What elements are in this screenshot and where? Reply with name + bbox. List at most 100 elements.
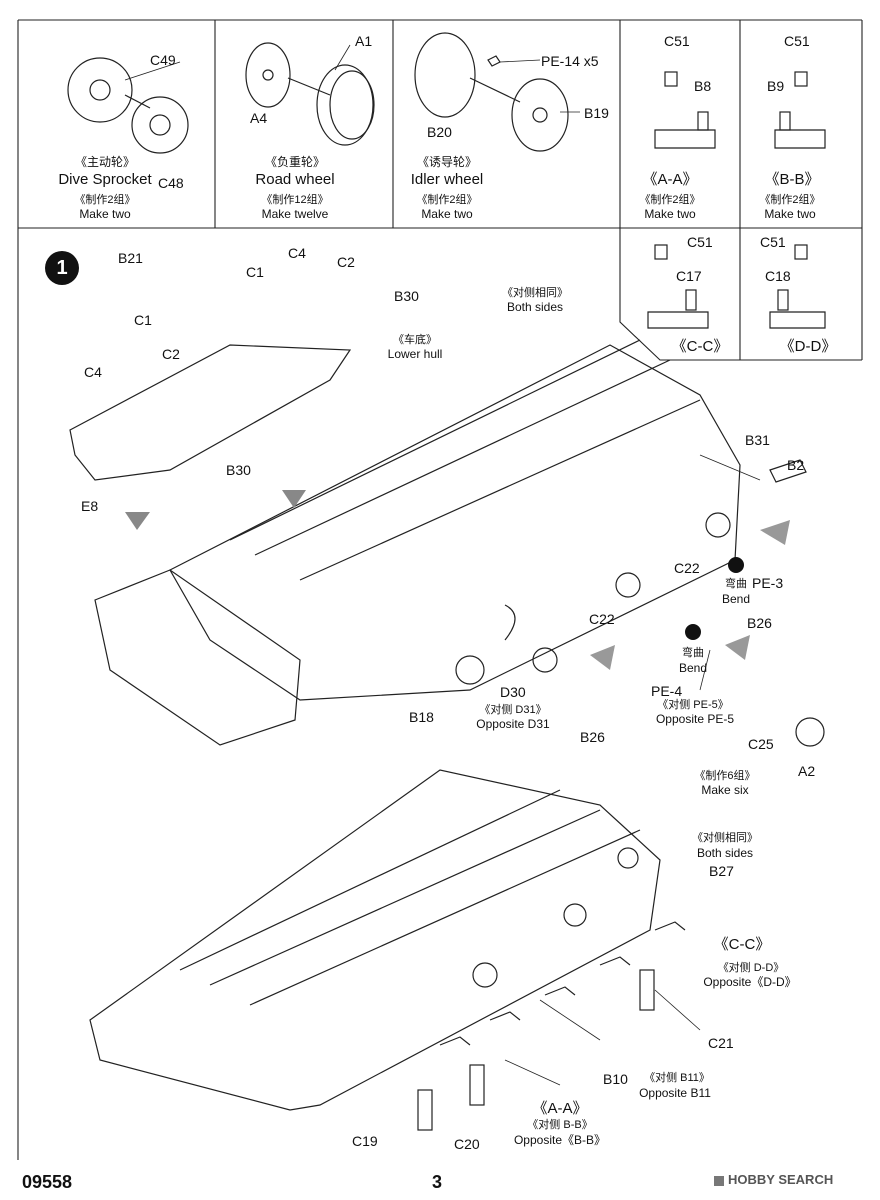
- page-number: 3: [432, 1172, 443, 1192]
- step-number-badge: [45, 251, 79, 285]
- bend2-cn: 弯曲: [682, 647, 704, 659]
- label-c1-left: C1: [134, 312, 152, 328]
- label-b2: B2: [787, 457, 805, 473]
- label-dd-c51: C51: [760, 234, 786, 250]
- opp-pe5-cn: 《对侧 PE-5》: [657, 699, 729, 711]
- label-b30-top: B30: [394, 288, 419, 304]
- opp-dd-en: Opposite《D-D》: [703, 975, 797, 989]
- lower-both-sides-en: Both sides: [696, 846, 754, 860]
- label-c22-right: C22: [674, 560, 700, 576]
- label-b19: B19: [584, 105, 609, 121]
- label-b30-bottom: B30: [226, 462, 251, 478]
- idler-title-cn: 《诱导轮》: [416, 155, 477, 169]
- roadwheel-qty-cn: 《制作12组》: [261, 194, 329, 206]
- opp-d31-en: Opposite D31: [476, 717, 550, 731]
- bb-qty-en: Make two: [764, 207, 816, 221]
- label-c49: C49: [150, 52, 176, 68]
- opp-b11-en: Opposite B11: [639, 1086, 711, 1100]
- label-b9: B9: [767, 78, 785, 94]
- label-c20: C20: [454, 1136, 480, 1152]
- bb-title: 《B-B》: [764, 171, 820, 188]
- lower-hull-cn: 《车底》: [393, 334, 437, 346]
- label-c48: C48: [158, 175, 184, 191]
- lower-hull-drawing: [89, 769, 686, 1131]
- upper-hull-drawing: [69, 339, 825, 747]
- sprocket-title-en: Dive Sprocket: [58, 171, 152, 188]
- opp-d31-cn: 《对侧 D31》: [479, 704, 547, 716]
- label-c4-left: C4: [84, 364, 102, 380]
- idler-qty-cn: 《制作2组》: [416, 194, 478, 206]
- bend-icon-2: [685, 624, 701, 640]
- aa-qty-cn: 《制作2组》: [639, 194, 701, 206]
- cc-title: 《C-C》: [671, 338, 729, 355]
- opp-pe5-en: Opposite PE-5: [655, 712, 735, 726]
- watermark-logo-icon: [714, 1175, 724, 1186]
- make-six-en: Make six: [701, 783, 749, 797]
- lower-hull-en: Lower hull: [387, 347, 443, 361]
- watermark-text: HOBBY SEARCH: [728, 1172, 834, 1187]
- bend-icon-1: [728, 557, 744, 573]
- label-c17: C17: [676, 268, 702, 284]
- label-b10: B10: [603, 1071, 628, 1087]
- roadwheel-qty-en: Make twelve: [261, 207, 329, 221]
- bend2-en: Bend: [678, 661, 708, 675]
- lower-aa-title: 《A-A》: [532, 1100, 588, 1117]
- label-a2: A2: [798, 763, 816, 779]
- opp-bb-en: Opposite《B-B》: [513, 1133, 607, 1147]
- aa-qty-en: Make two: [644, 207, 696, 221]
- roadwheel-title-en: Road wheel: [255, 171, 335, 188]
- product-code: 09558: [22, 1172, 73, 1192]
- label-b26-right: B26: [747, 615, 772, 631]
- label-c21: C21: [708, 1035, 734, 1051]
- label-c4-top: C4: [288, 245, 306, 261]
- opp-bb-cn: 《对侧 B-B》: [527, 1119, 593, 1131]
- sprocket-qty-en: Make two: [79, 207, 131, 221]
- label-c1-top: C1: [246, 264, 264, 280]
- label-b8: B8: [694, 78, 712, 94]
- idler-title-en: Idler wheel: [410, 171, 484, 188]
- label-c19: C19: [352, 1133, 378, 1149]
- bend1-cn: 弯曲: [725, 578, 747, 590]
- aa-title: 《A-A》: [642, 171, 698, 188]
- lower-both-sides-cn: 《对侧相同》: [692, 832, 758, 844]
- label-cc-c51: C51: [687, 234, 713, 250]
- label-c25: C25: [748, 736, 774, 752]
- label-c22-mid: C22: [589, 611, 615, 627]
- both-sides-en: Both sides: [506, 300, 564, 314]
- label-pe14: PE-14 x5: [541, 53, 599, 69]
- label-b31: B31: [745, 432, 770, 448]
- label-a4: A4: [250, 110, 268, 126]
- arm-parts-drawing: [647, 71, 826, 329]
- step-number: 1: [56, 257, 68, 279]
- direction-arrows: [125, 490, 306, 530]
- label-c2-top: C2: [337, 254, 355, 270]
- bb-qty-cn: 《制作2组》: [759, 194, 821, 206]
- hatch-markers: [590, 520, 790, 670]
- label-b26-left: B26: [580, 729, 605, 745]
- idler-wheel-drawing: [414, 32, 569, 152]
- idler-qty-en: Make two: [421, 207, 473, 221]
- lower-cc-title: 《C-C》: [713, 936, 771, 953]
- label-d30: D30: [500, 684, 526, 700]
- label-b27: B27: [709, 863, 734, 879]
- label-b18: B18: [409, 709, 434, 725]
- sprocket-title-cn: 《主动轮》: [74, 155, 135, 169]
- opp-b11-cn: 《对侧 B11》: [644, 1072, 710, 1084]
- label-b21: B21: [118, 250, 143, 266]
- label-pe3: PE-3: [752, 575, 784, 591]
- road-wheel-drawing: [245, 42, 375, 146]
- label-a1: A1: [355, 33, 373, 49]
- label-aa-c51: C51: [664, 33, 690, 49]
- sprocket-drawing: [67, 57, 189, 154]
- make-six-cn: 《制作6组》: [694, 770, 756, 782]
- label-b20: B20: [427, 124, 452, 140]
- label-pe4: PE-4: [651, 683, 683, 699]
- watermark: HOBBY SEARCH: [714, 1172, 833, 1188]
- opp-dd-cn: 《对侧 D-D》: [717, 962, 785, 974]
- sprocket-qty-cn: 《制作2组》: [74, 194, 136, 206]
- label-bb-c51: C51: [784, 33, 810, 49]
- both-sides-cn: 《对侧相同》: [502, 287, 568, 299]
- bend1-en: Bend: [721, 592, 751, 606]
- label-c2-left: C2: [162, 346, 180, 362]
